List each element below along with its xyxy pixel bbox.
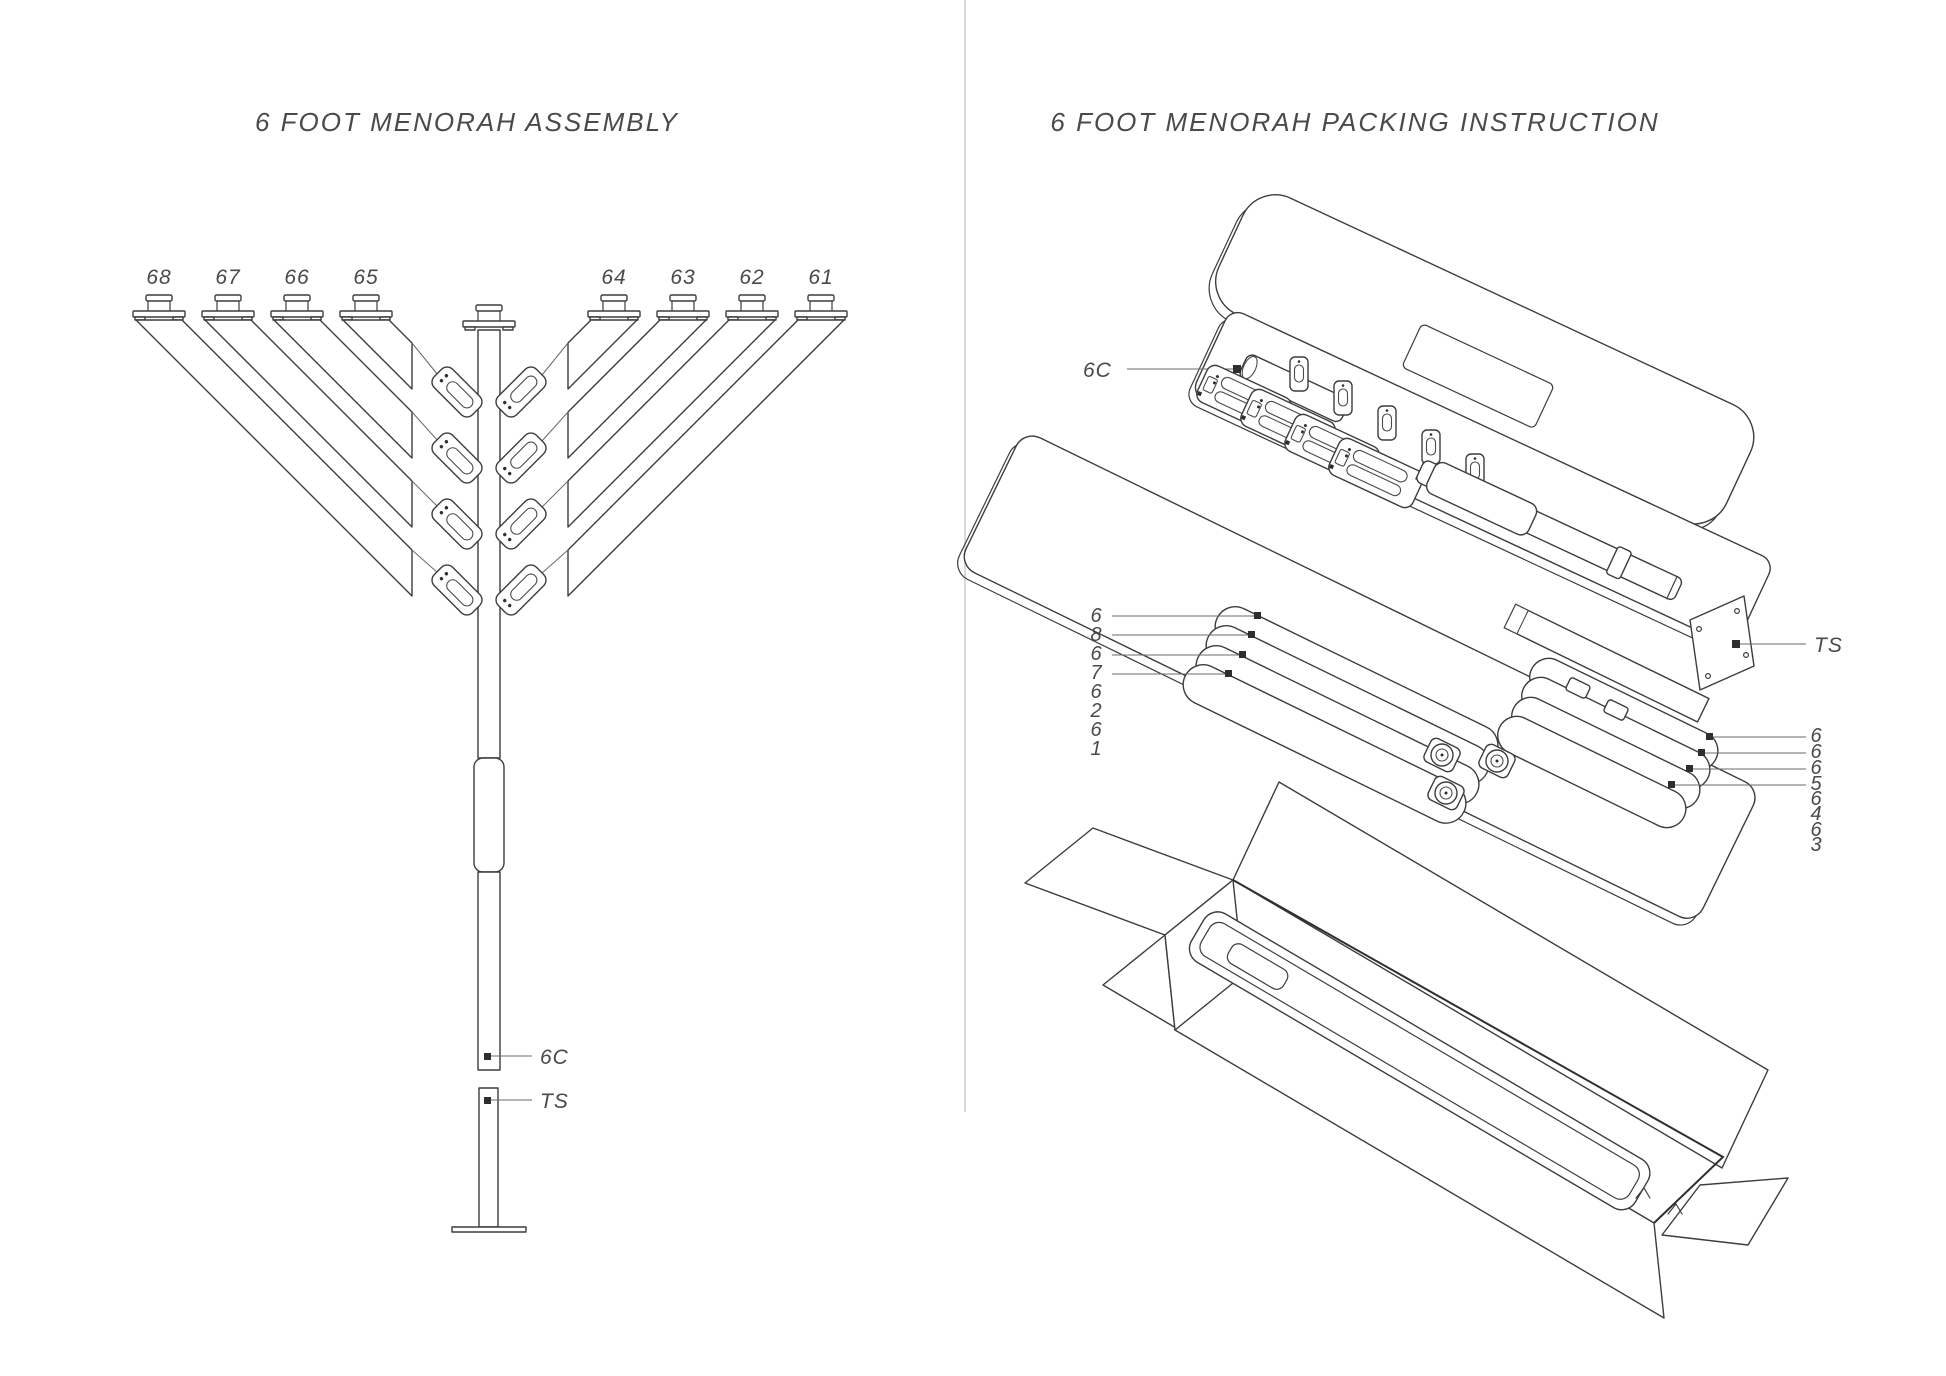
stand-part: TS [451,1087,569,1233]
right-part-number-column: 6 6 6 5 6 4 6 3 [1668,725,1822,856]
arm-label-64: 64 [601,266,626,289]
packed-pole-sleeve [1425,461,1538,536]
packing-diagram: 6 FOOT MENORAH PACKING INSTRUCTION 6C [957,107,1843,1319]
part-number: 6 [1090,643,1102,665]
packed-sockets [1423,737,1516,811]
part-number: 6 [1810,788,1822,810]
part-number: 3 [1810,834,1821,856]
top-foam-lid [1208,194,1755,532]
part-number: 6 [1090,681,1102,703]
part-number: 8 [1090,624,1101,646]
arm-label-66: 66 [284,266,309,289]
box-right-flap [1661,1177,1789,1246]
part-number: 7 [1090,662,1102,684]
packing-ts-label: TS [1814,634,1843,657]
stand-post [478,1087,499,1228]
arm-label-68: 68 [146,266,171,289]
part-number: 6 [1090,605,1102,627]
rim-notches [1635,1187,1683,1215]
lid-cutout [1402,324,1554,428]
menorah-arms [135,319,845,597]
part-number: 5 [1810,773,1822,795]
ts-plate: TS [1689,595,1843,691]
left-part-number-column: 6 8 6 7 6 2 6 1 [1089,605,1261,760]
assembly-6c-label: 6C [540,1046,569,1069]
part-number: 6 [1810,819,1822,841]
packing-6c-label: 6C [1083,359,1112,382]
small-clip [1565,677,1591,699]
arm-label-61: 61 [808,266,833,289]
part-number: 1 [1090,738,1101,760]
part-number: 6 [1810,757,1822,779]
part-number: 6 [1090,719,1102,741]
part-number: 6 [1810,725,1822,747]
center-pole [462,304,516,1071]
part-number: 4 [1810,803,1821,825]
packed-side-bar [1503,603,1710,723]
arm-label-67: 67 [215,266,241,289]
arm-label-62: 62 [739,266,764,289]
part-number: 6 [1810,741,1822,763]
small-clip [1603,699,1629,721]
pole-sleeve [473,757,505,873]
assembly-title: 6 FOOT MENORAH ASSEMBLY [255,107,679,137]
base-plate [451,1226,527,1233]
assembly-ts-label: TS [540,1090,569,1113]
assembly-6c-callout: 6C [484,1046,569,1069]
packed-upper-pole [1416,460,1683,601]
top-candle-holder-icon [462,304,516,331]
lower-pole-6c [477,871,501,1071]
shipping-box [1024,781,1789,1319]
box-back-rim [1232,879,1725,1224]
assembly-diagram: 6 FOOT MENORAH ASSEMBLY 68 67 66 65 64 6… [132,107,848,1233]
arm-label-63: 63 [670,266,695,289]
box-back-flap [1232,781,1769,1169]
packing-title: 6 FOOT MENORAH PACKING INSTRUCTION [1050,107,1659,137]
part-number: 2 [1089,700,1101,722]
arm-label-65: 65 [353,266,378,289]
